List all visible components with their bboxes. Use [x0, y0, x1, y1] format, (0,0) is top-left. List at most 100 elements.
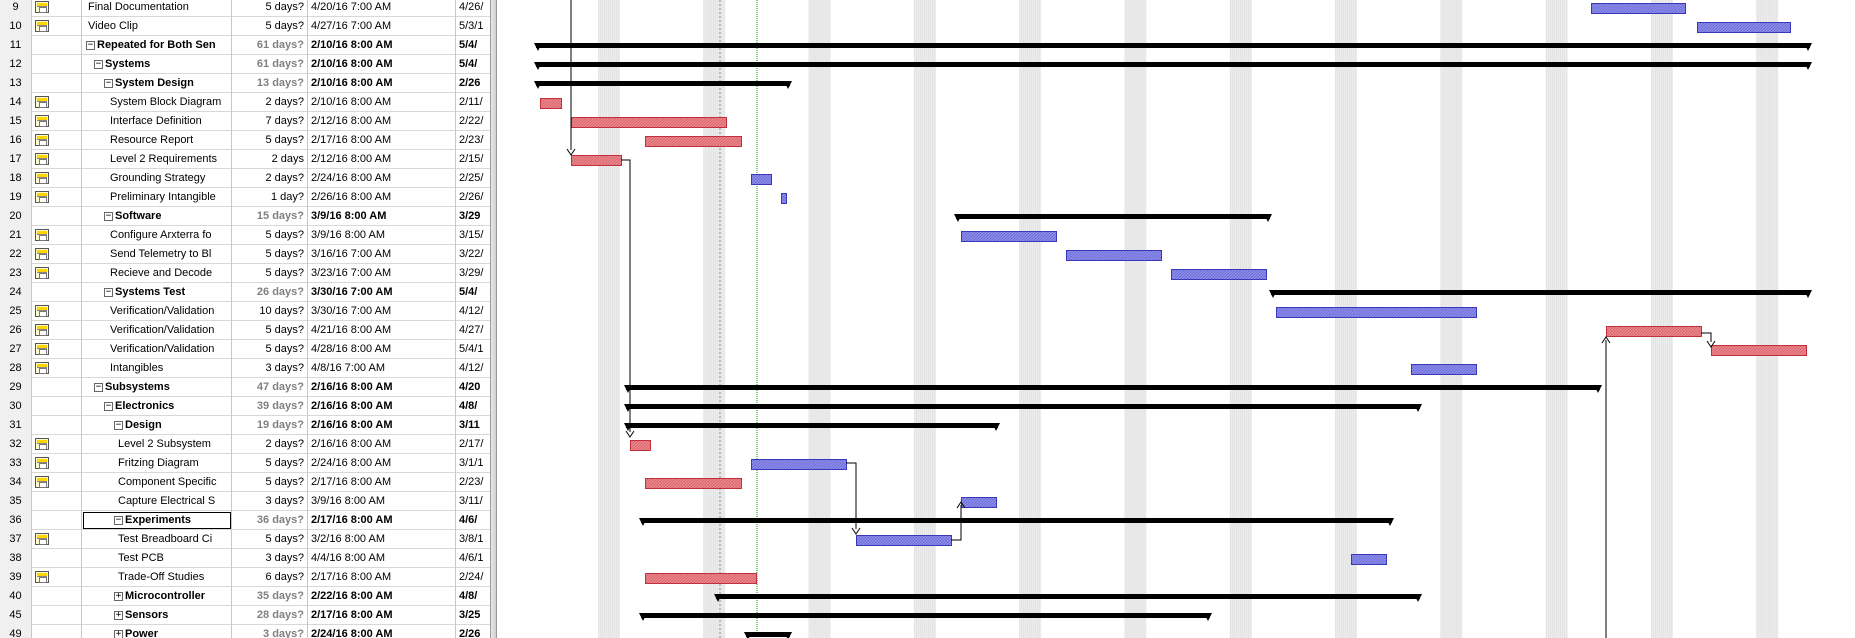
duration-cell[interactable]: 28 days?	[232, 606, 308, 625]
start-cell[interactable]: 2/17/16 8:00 AM	[308, 131, 456, 150]
duration-cell[interactable]: 35 days?	[232, 587, 308, 606]
row-id-header[interactable]: 45	[0, 606, 32, 625]
start-cell[interactable]: 2/10/16 8:00 AM	[308, 93, 456, 112]
task-notes-icon[interactable]	[35, 172, 49, 184]
collapse-icon[interactable]: −	[104, 210, 113, 221]
collapse-icon[interactable]: −	[104, 400, 113, 411]
start-cell[interactable]: 2/16/16 8:00 AM	[308, 435, 456, 454]
task-notes-icon[interactable]	[35, 533, 49, 545]
collapse-icon[interactable]: −	[86, 39, 95, 50]
task-name-cell[interactable]: Verification/Validation	[82, 340, 232, 359]
task-notes-icon[interactable]	[35, 20, 49, 32]
duration-cell[interactable]: 3 days?	[232, 625, 308, 638]
collapse-icon[interactable]: −	[104, 77, 113, 88]
task-name-cell[interactable]: +Sensors	[82, 606, 232, 625]
task-name-cell[interactable]: Component Specific	[82, 473, 232, 492]
task-name-cell[interactable]: −System Design	[82, 74, 232, 93]
row-id-header[interactable]: 24	[0, 283, 32, 302]
duration-cell[interactable]: 3 days?	[232, 492, 308, 511]
row-id-header[interactable]: 20	[0, 207, 32, 226]
start-cell[interactable]: 2/24/16 8:00 AM	[308, 454, 456, 473]
row-id-header[interactable]: 35	[0, 492, 32, 511]
duration-cell[interactable]: 61 days?	[232, 55, 308, 74]
start-cell[interactable]: 2/16/16 8:00 AM	[308, 397, 456, 416]
start-cell[interactable]: 3/2/16 8:00 AM	[308, 530, 456, 549]
row-id-header[interactable]: 27	[0, 340, 32, 359]
duration-cell[interactable]: 5 days?	[232, 340, 308, 359]
finish-cell[interactable]: 2/11/	[459, 96, 483, 108]
task-name-cell[interactable]: −Systems Test	[82, 283, 232, 302]
finish-cell[interactable]: 4/6/	[459, 514, 478, 526]
duration-cell[interactable]: 2 days?	[232, 93, 308, 112]
duration-cell[interactable]: 61 days?	[232, 36, 308, 55]
start-cell[interactable]: 2/12/16 8:00 AM	[308, 112, 456, 131]
finish-cell[interactable]: 4/6/1	[459, 552, 484, 564]
row-id-header[interactable]: 31	[0, 416, 32, 435]
task-name-cell[interactable]: Test PCB	[82, 549, 232, 568]
start-cell[interactable]: 3/16/16 7:00 AM	[308, 245, 456, 264]
row-id-header[interactable]: 36	[0, 511, 32, 530]
duration-cell[interactable]: 5 days?	[232, 226, 308, 245]
task-notes-icon[interactable]	[35, 305, 49, 317]
start-cell[interactable]: 3/23/16 7:00 AM	[308, 264, 456, 283]
duration-cell[interactable]: 6 days?	[232, 568, 308, 587]
collapse-icon[interactable]: −	[114, 419, 123, 430]
row-id-header[interactable]: 19	[0, 188, 32, 207]
row-id-header[interactable]: 25	[0, 302, 32, 321]
duration-cell[interactable]: 3 days?	[232, 359, 308, 378]
row-id-header[interactable]: 32	[0, 435, 32, 454]
duration-cell[interactable]: 5 days?	[232, 264, 308, 283]
duration-cell[interactable]: 47 days?	[232, 378, 308, 397]
finish-cell[interactable]: 3/11	[459, 419, 480, 431]
row-id-header[interactable]: 21	[0, 226, 32, 245]
collapse-icon[interactable]: −	[94, 58, 103, 69]
finish-cell[interactable]: 3/15/	[459, 229, 484, 241]
finish-cell[interactable]: 3/8/1	[459, 533, 484, 545]
view-splitter[interactable]	[490, 0, 497, 638]
row-id-header[interactable]: 23	[0, 264, 32, 283]
row-id-header[interactable]: 10	[0, 17, 32, 36]
task-name-cell[interactable]: Verification/Validation	[82, 302, 232, 321]
duration-cell[interactable]: 5 days?	[232, 530, 308, 549]
finish-cell[interactable]: 2/25/	[459, 172, 484, 184]
finish-cell[interactable]: 2/26/	[459, 191, 484, 203]
finish-cell[interactable]: 2/17/	[459, 438, 484, 450]
row-id-header[interactable]: 49	[0, 625, 32, 638]
row-id-header[interactable]: 11	[0, 36, 32, 55]
collapse-icon[interactable]: −	[114, 514, 123, 525]
row-id-header[interactable]: 15	[0, 112, 32, 131]
row-id-header[interactable]: 39	[0, 568, 32, 587]
task-notes-icon[interactable]	[35, 457, 49, 469]
task-name-cell[interactable]: Fritzing Diagram	[82, 454, 232, 473]
task-notes-icon[interactable]	[35, 362, 49, 374]
task-name-cell[interactable]: −Experiments	[82, 511, 232, 530]
row-id-header[interactable]: 9	[0, 0, 32, 17]
row-id-header[interactable]: 12	[0, 55, 32, 74]
expand-icon[interactable]: +	[114, 609, 123, 620]
duration-cell[interactable]: 13 days?	[232, 74, 308, 93]
task-notes-icon[interactable]	[35, 438, 49, 450]
task-name-cell[interactable]: Test Breadboard Ci	[82, 530, 232, 549]
start-cell[interactable]: 3/9/16 8:00 AM	[308, 226, 456, 245]
duration-cell[interactable]: 2 days?	[232, 435, 308, 454]
task-notes-icon[interactable]	[35, 571, 49, 583]
start-cell[interactable]: 3/30/16 7:00 AM	[308, 283, 456, 302]
start-cell[interactable]: 3/9/16 8:00 AM	[308, 207, 456, 226]
task-name-cell[interactable]: Preliminary Intangible	[82, 188, 232, 207]
finish-cell[interactable]: 4/26/	[459, 1, 484, 13]
finish-cell[interactable]: 4/8/	[459, 590, 478, 602]
task-notes-icon[interactable]	[35, 96, 49, 108]
